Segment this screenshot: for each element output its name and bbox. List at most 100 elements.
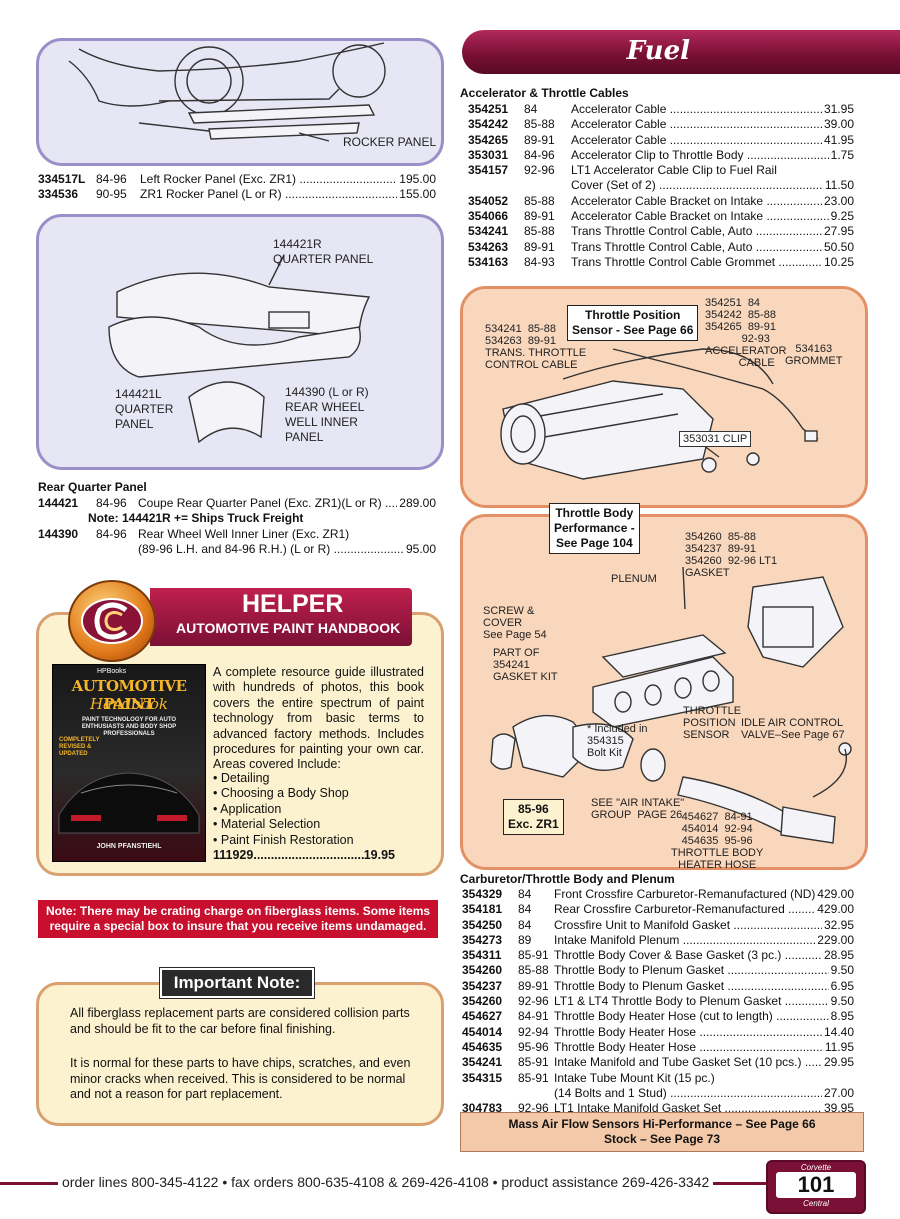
badge-top: Corvette: [800, 1163, 832, 1172]
important-p2: It is normal for these parts to have chi…: [70, 1056, 411, 1101]
bullet-item: • Application: [213, 801, 282, 816]
book-cover: HPBooks AUTOMOTIVE PAINT Handbook PAINT …: [52, 664, 206, 862]
carb-title: Carburetor/Throttle Body and Plenum: [460, 872, 675, 886]
book-title-line2: Handbook: [89, 695, 169, 713]
cc-logo-icon: [81, 598, 143, 644]
book-publisher: HPBooks: [97, 668, 127, 675]
important-panel: [36, 982, 444, 1126]
helper-description: A complete resource guide illustrated wi…: [213, 665, 424, 772]
bolt-kit-label: * Included in 354315 Bolt Kit: [587, 723, 648, 759]
cable-diagram-illustration: [500, 348, 819, 480]
book-car-illustration: [58, 772, 200, 834]
heater-hose-label: 454627 84-91 454014 92-94 454635 95-96 T…: [671, 811, 764, 871]
book-author: JOHN PFANSTIEHL: [96, 843, 162, 850]
helper-title: HELPER: [242, 590, 344, 618]
quarter-r-label: 144421R QUARTER PANEL: [273, 237, 374, 266]
air-intake-label: SEE "AIR INTAKE" GROUP PAGE 26: [591, 797, 685, 821]
accel-title: Accelerator & Throttle Cables: [460, 86, 629, 100]
quarter-panel-figure: 144421R QUARTER PANEL 144421L QUARTER PA…: [36, 214, 444, 470]
bullet-item: • Detailing: [213, 771, 270, 785]
rocker-panel-label: ROCKER PANEL: [343, 135, 437, 149]
book-badge: COMPLETELY REVISED & UPDATED: [59, 737, 100, 757]
rear-quarter-title: Rear Quarter Panel: [38, 480, 147, 494]
section-title: Fuel: [626, 36, 690, 66]
clip-label: 353031 CLIP: [679, 431, 752, 447]
parts-row: (14 Bolts and 1 Stud)27.00: [462, 1086, 854, 1101]
zr1-box: 85-96 Exc. ZR1: [503, 799, 564, 835]
tps-label: THROTTLE POSITION SENSOR: [683, 705, 742, 741]
screw-cover-label: SCREW & COVER See Page 54: [483, 605, 547, 641]
crating-note: Note: There may be crating charge on fib…: [38, 900, 438, 938]
helper-bullets: • Detailing • Choosing a Body Shop • App…: [213, 771, 424, 848]
page-badge: Corvette 101 Central: [766, 1160, 866, 1214]
plenum-label: PLENUM: [611, 573, 657, 585]
trans-cable-label: 534241 85-88 534263 89-91 TRANS. THROTTL…: [485, 323, 587, 371]
helper-logo: [68, 580, 156, 662]
cable-diagram: Throttle Position Sensor - See Page 66 5…: [460, 286, 868, 508]
helper-subtitle: AUTOMOTIVE PAINT HANDBOOK: [176, 620, 401, 636]
throttle-diagram: Throttle Body Performance - See Page 104…: [460, 503, 868, 871]
grommet-label: 534163 GROMMET: [785, 343, 843, 367]
bullet-item: • Choosing a Body Shop: [213, 786, 349, 801]
important-title: Important Note:: [160, 968, 314, 998]
helper-price-line: 111929 .................................…: [213, 848, 395, 862]
badge-bottom: Central: [803, 1199, 829, 1208]
parts-note-row: Note: 144421R += Ships Truck Freight: [88, 511, 304, 526]
parts-row: (89-96 L.H. and 84-96 R.H.) (L or R)95.0…: [38, 542, 436, 557]
helper-part-number: 111929: [213, 848, 254, 862]
bullet-item: • Paint Finish Restoration: [213, 832, 354, 847]
accel-cable-label: 354251 84 354242 85-88 354265 89-91 92-9…: [705, 297, 787, 369]
throttle-diagram-illustration: [490, 566, 852, 844]
important-p1: All fiberglass replacement parts are con…: [70, 1006, 410, 1036]
helper-banner: HELPER AUTOMOTIVE PAINT HANDBOOK: [150, 588, 412, 646]
quarter-panel-illustration: [108, 254, 371, 444]
page-number: 101: [776, 1172, 856, 1198]
parts-row: Cover (Set of 2)11.50: [468, 178, 854, 193]
tps-see-page-box: Throttle Position Sensor - See Page 66: [567, 305, 699, 341]
section-tab: Fuel: [462, 30, 900, 74]
bullet-item: • Material Selection: [213, 817, 321, 832]
rocker-panel-figure: ROCKER PANEL: [36, 38, 444, 166]
quarter-l-label: 144421L QUARTER PANEL: [115, 387, 174, 431]
footer-contact: order lines 800-345-4122 • fax orders 80…: [58, 1174, 714, 1190]
gasket-label: 354260 85-88 354237 89-91 354260 92-96 L…: [685, 531, 778, 579]
book-tagline: PAINT TECHNOLOGY FOR AUTO ENTHUSIASTS AN…: [81, 717, 177, 737]
helper-price: 19.95: [363, 848, 395, 862]
rocker-panel-illustration: [68, 42, 386, 142]
throttle-body-see-page-box: Throttle Body Performance - See Page 104: [549, 503, 640, 554]
iac-label: IDLE AIR CONTROL VALVE–See Page 67: [741, 717, 845, 741]
gasket-kit-label: PART OF 354241 GASKET KIT: [493, 647, 558, 683]
